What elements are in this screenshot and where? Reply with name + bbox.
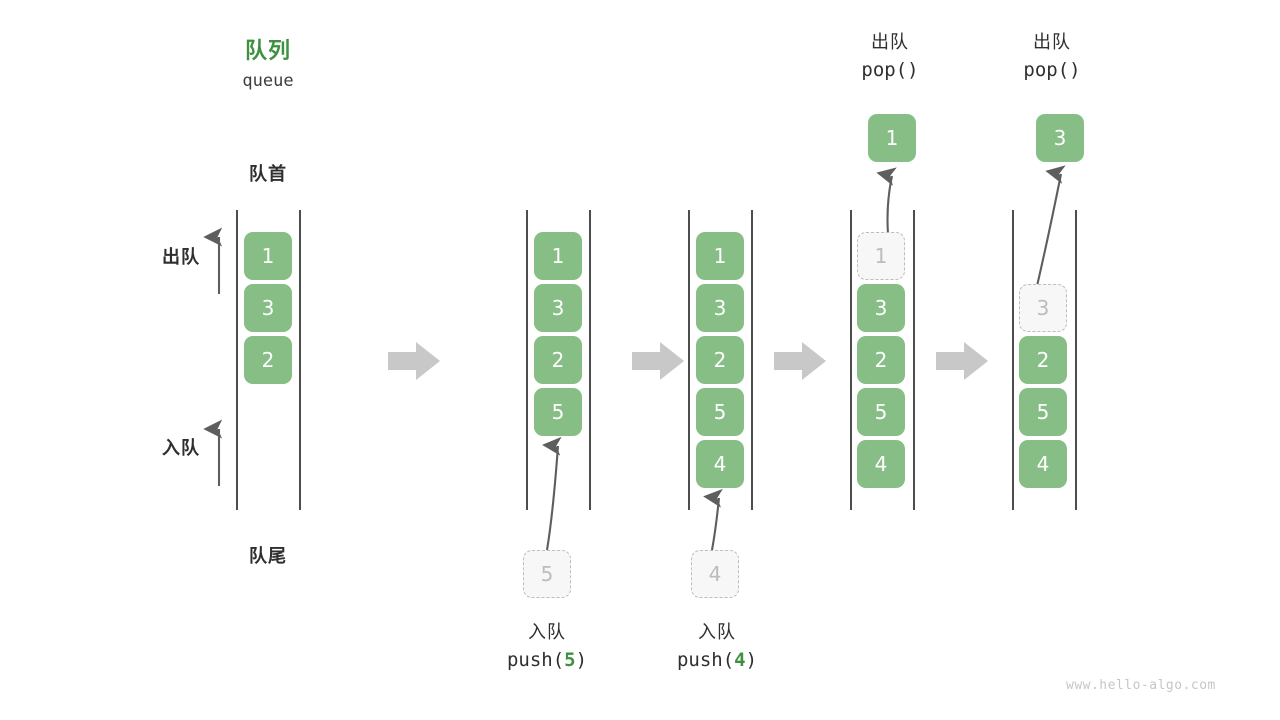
- step-arrow: [632, 342, 684, 380]
- queue-rail-right-4: [913, 210, 915, 510]
- operation-caption-pop-3: 出队 pop(): [967, 30, 1137, 84]
- queue-cell: 2: [696, 336, 744, 384]
- queue-rail-left-2: [526, 210, 528, 510]
- operation-label-cn: 出队: [871, 32, 909, 53]
- diagram-title-cn: 队列: [244, 39, 291, 64]
- queue-rail-right-2: [589, 210, 591, 510]
- queue-cell-removed: 3: [1019, 284, 1067, 332]
- dequeue-direction-arrow: [203, 227, 223, 294]
- incoming-element-ghost: 4: [691, 550, 739, 598]
- operation-code-number: 5: [564, 649, 576, 671]
- operation-caption-push-4: 入队 push(4): [632, 620, 802, 674]
- queue-cell: 5: [857, 388, 905, 436]
- queue-cell: 4: [1019, 440, 1067, 488]
- queue-rail-left-1: [236, 210, 238, 510]
- queue-cell: 5: [696, 388, 744, 436]
- popped-element: 1: [868, 114, 916, 162]
- queue-cell: 2: [534, 336, 582, 384]
- queue-cell: 3: [534, 284, 582, 332]
- enqueue-direction-arrow: [203, 419, 223, 486]
- queue-cell: 2: [1019, 336, 1067, 384]
- operation-code-suffix: ): [745, 649, 758, 671]
- incoming-element-ghost: 5: [523, 550, 571, 598]
- queue-rail-right-1: [299, 210, 301, 510]
- dequeue-flow-arrow: [1035, 165, 1066, 287]
- queue-rail-left-3: [688, 210, 690, 510]
- queue-head-label: 队首: [249, 164, 287, 185]
- watermark: www.hello-algo.com: [1066, 678, 1216, 693]
- queue-cell-new: 5: [534, 388, 582, 436]
- enqueue-direction-label: 入队: [162, 438, 200, 459]
- queue-rail-right-5: [1075, 210, 1077, 510]
- operation-code: push(5): [462, 646, 632, 674]
- queue-cell: 3: [244, 284, 292, 332]
- operation-code: pop(): [861, 59, 919, 81]
- operation-code-prefix: push(: [676, 649, 735, 671]
- operation-code-prefix: push(: [506, 649, 565, 671]
- queue-cell: 1: [534, 232, 582, 280]
- dequeue-direction-label: 出队: [162, 247, 200, 268]
- queue-cell: 2: [244, 336, 292, 384]
- operation-label-cn: 出队: [1033, 32, 1071, 53]
- queue-cell: 1: [696, 232, 744, 280]
- operation-caption-pop-1: 出队 pop(): [805, 30, 975, 84]
- diagram-title-en: queue: [242, 71, 294, 91]
- queue-rail-left-5: [1012, 210, 1014, 510]
- enqueue-flow-arrow: [703, 488, 723, 551]
- dequeue-flow-arrow: [876, 167, 897, 235]
- queue-cell: 4: [857, 440, 905, 488]
- operation-label-cn: 入队: [528, 622, 566, 643]
- queue-cell: 2: [857, 336, 905, 384]
- operation-caption-push-5: 入队 push(5): [462, 620, 632, 674]
- queue-rail-right-3: [751, 210, 753, 510]
- operation-code-number: 4: [734, 649, 746, 671]
- step-arrow: [388, 342, 440, 380]
- popped-element: 3: [1036, 114, 1084, 162]
- queue-cell: 3: [696, 284, 744, 332]
- queue-cell-new: 4: [696, 440, 744, 488]
- queue-rail-left-4: [850, 210, 852, 510]
- step-arrow: [936, 342, 988, 380]
- operation-label-cn: 入队: [698, 622, 736, 643]
- operation-code-suffix: ): [575, 649, 588, 671]
- queue-cell: 3: [857, 284, 905, 332]
- operation-code: push(4): [632, 646, 802, 674]
- queue-cell-removed: 1: [857, 232, 905, 280]
- enqueue-flow-arrow: [542, 436, 562, 551]
- step-arrow: [774, 342, 826, 380]
- queue-tail-label: 队尾: [249, 546, 287, 567]
- operation-code: pop(): [1023, 59, 1081, 81]
- queue-cell: 1: [244, 232, 292, 280]
- queue-cell: 5: [1019, 388, 1067, 436]
